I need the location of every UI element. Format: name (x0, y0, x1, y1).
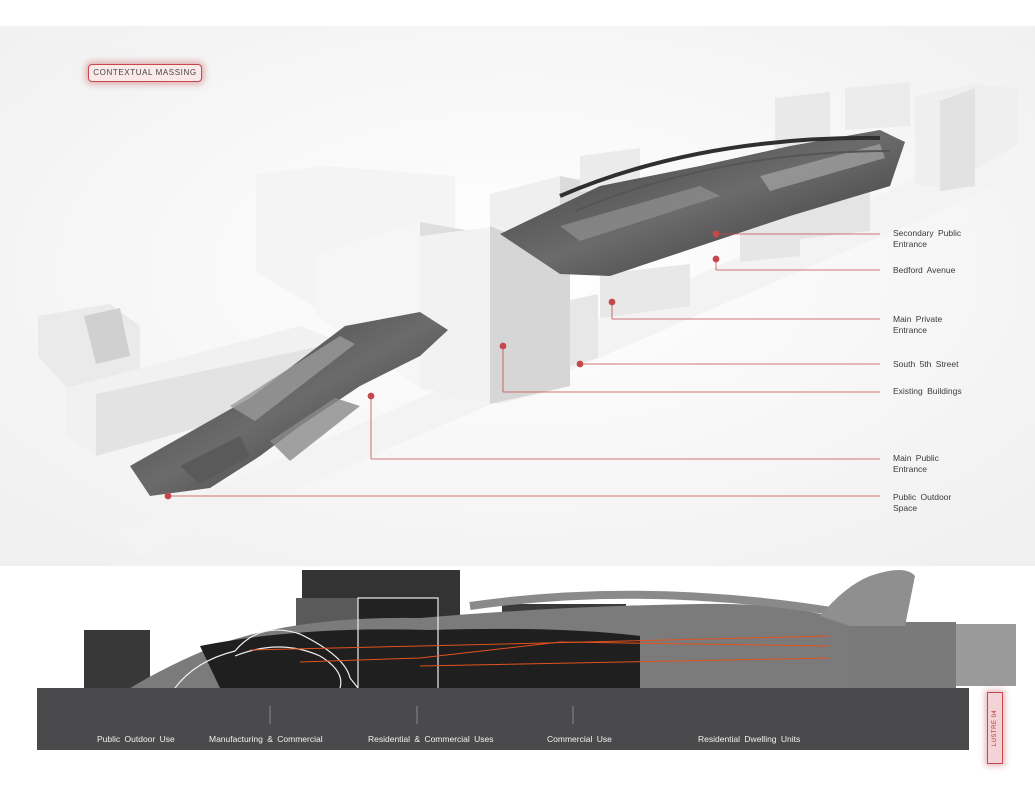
tower-form (820, 570, 915, 626)
sheet-tab-label: LUSTRE 04 (992, 709, 998, 747)
existing-building (490, 226, 570, 404)
section-base (37, 688, 969, 750)
bridge-arc (559, 135, 881, 198)
context-building (956, 624, 1016, 686)
proposed-mass-facet (760, 144, 885, 191)
roof-arc (469, 590, 851, 618)
zone-label-residential-dwelling-units: Residential Dwelling Units (698, 734, 801, 744)
zone-label-residential-commercial: Residential & Commercial Uses (368, 734, 494, 744)
section-elevation (0, 566, 1035, 756)
existing-building (570, 294, 598, 366)
proposed-mass-facet (270, 398, 360, 461)
building (845, 82, 910, 130)
zone-label-manufacturing-commercial: Manufacturing & Commercial (209, 734, 323, 744)
proposed-mass-facet (560, 186, 720, 241)
context-building (838, 622, 956, 688)
contextual-massing-render (0, 26, 1035, 568)
context-building (84, 630, 150, 690)
building (96, 342, 340, 456)
label-public-outdoor-space: Public Outdoor Space (893, 492, 952, 513)
label-existing-buildings: Existing Buildings (893, 386, 962, 396)
label-main-private-entrance: Main Private Entrance (893, 314, 943, 335)
proposed-mass-facet (180, 436, 250, 484)
contextual-massing-tag: CONTEXTUAL MASSING (88, 64, 202, 82)
callout-leaders (164, 230, 880, 500)
sheet-tab: LUSTRE 04 (987, 692, 1003, 764)
label-south-5th-street: South 5th Street (893, 359, 959, 369)
building (940, 88, 975, 191)
bridge-arc (574, 150, 891, 212)
building (600, 264, 690, 318)
building (775, 92, 830, 150)
proposed-mass-facet (230, 336, 355, 421)
proposed-mass (130, 312, 448, 496)
building (84, 308, 130, 364)
label-bedford-avenue: Bedford Avenue (893, 265, 956, 275)
label-secondary-public-entrance: Secondary Public Entrance (893, 228, 962, 249)
label-main-public-entrance: Main Public Entrance (893, 453, 939, 474)
zone-label-public-outdoor-use: Public Outdoor Use (97, 734, 175, 744)
zone-label-commercial-use: Commercial Use (547, 734, 612, 744)
